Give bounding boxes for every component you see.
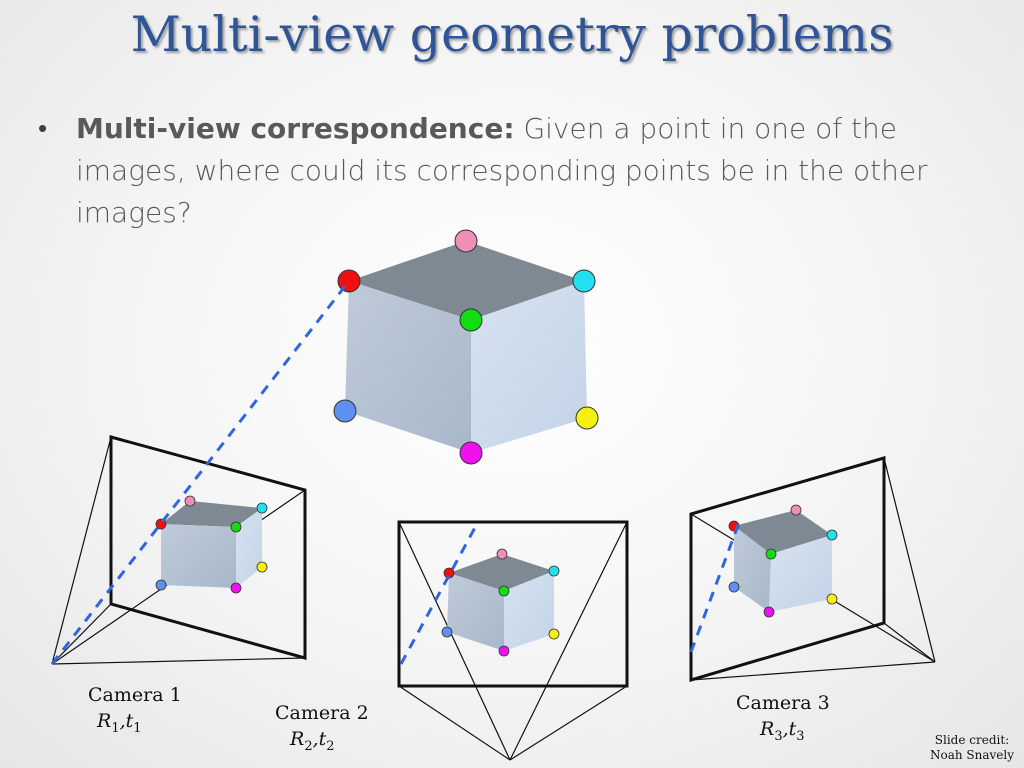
cam2-point-cyan bbox=[548, 565, 560, 577]
camera-3-label: Camera 3 bbox=[736, 692, 830, 714]
cam3-point-blue bbox=[728, 581, 740, 593]
cam1-point-green bbox=[230, 521, 242, 533]
camera-2-r-index: 2 bbox=[304, 738, 313, 754]
world-point-pink bbox=[454, 229, 478, 253]
camera-3-t-index: 3 bbox=[796, 728, 805, 744]
camera-1-r: R bbox=[97, 710, 112, 732]
cam1-point-blue bbox=[155, 579, 167, 591]
cam2-point-green bbox=[498, 585, 510, 597]
camera-2-image-cube bbox=[441, 548, 560, 657]
camera-1-image-cube bbox=[155, 495, 268, 594]
camera-3-r-index: 3 bbox=[774, 728, 783, 744]
world-point-yellow bbox=[575, 406, 599, 430]
camera-1-t: t bbox=[125, 710, 134, 732]
camera-2-t: t bbox=[318, 728, 327, 750]
camera-3-r: R bbox=[760, 718, 775, 740]
camera-3-image-plane bbox=[689, 456, 886, 683]
camera-1-r-index: 1 bbox=[111, 720, 120, 736]
cam1-point-yellow bbox=[256, 561, 268, 573]
camera-3-epipolar-line bbox=[689, 519, 742, 653]
camera-3-image-cube bbox=[728, 504, 838, 618]
cam2-point-yellow bbox=[548, 628, 560, 640]
cam2-point-pink bbox=[496, 548, 508, 560]
world-point-cyan bbox=[572, 269, 596, 293]
cam1-point-pink bbox=[184, 495, 196, 507]
camera-1-params: R1,t1 bbox=[97, 710, 142, 736]
cam3-point-pink bbox=[790, 504, 802, 516]
slide-title: Multi-view geometry problems bbox=[130, 6, 894, 63]
cam2-point-blue bbox=[441, 626, 453, 638]
camera-2-image-plane bbox=[397, 520, 629, 688]
bullet-text: Multi-view correspondence: Given a point… bbox=[76, 108, 956, 234]
camera-1-label: Camera 1 bbox=[88, 684, 182, 706]
camera-2-t-index: 2 bbox=[326, 738, 335, 754]
cam3-point-magenta bbox=[763, 606, 775, 618]
cam3-point-green bbox=[765, 548, 777, 560]
cam3-point-yellow bbox=[826, 593, 838, 605]
world-cube bbox=[333, 229, 599, 465]
camera-2-label: Camera 2 bbox=[275, 702, 369, 724]
camera-1-image-plane bbox=[109, 435, 307, 660]
cam2-point-magenta bbox=[498, 645, 510, 657]
cam1-point-magenta bbox=[230, 582, 242, 594]
camera-2-params: R2,t2 bbox=[290, 728, 335, 754]
bullet-marker: • bbox=[38, 114, 48, 144]
world-point-green bbox=[459, 308, 483, 332]
cam3-point-cyan bbox=[826, 529, 838, 541]
bullet-description: Given a point in one of the images, wher… bbox=[76, 112, 928, 229]
camera-3-t: t bbox=[788, 718, 797, 740]
cam1-point-cyan bbox=[256, 502, 268, 514]
camera-2-frustum bbox=[398, 521, 628, 761]
camera-1-ray bbox=[50, 280, 351, 665]
cube-top-face bbox=[349, 241, 584, 320]
camera-1-t-index: 1 bbox=[133, 720, 142, 736]
slide-credit-line2: Noah Snavely bbox=[929, 748, 1014, 762]
slide-credit-line1: Slide credit: bbox=[934, 733, 1010, 747]
cube-left-face bbox=[345, 281, 471, 453]
camera-3-params: R3,t3 bbox=[760, 718, 805, 744]
slide-credit: Slide credit: Noah Snavely bbox=[930, 733, 1014, 763]
bullet-term: Multi-view correspondence: bbox=[76, 112, 515, 145]
camera-2-epipolar-line bbox=[399, 521, 480, 665]
cube-right-face bbox=[471, 281, 587, 453]
camera-2-r: R bbox=[290, 728, 305, 750]
world-point-magenta bbox=[459, 441, 483, 465]
world-point-blue bbox=[333, 399, 357, 423]
